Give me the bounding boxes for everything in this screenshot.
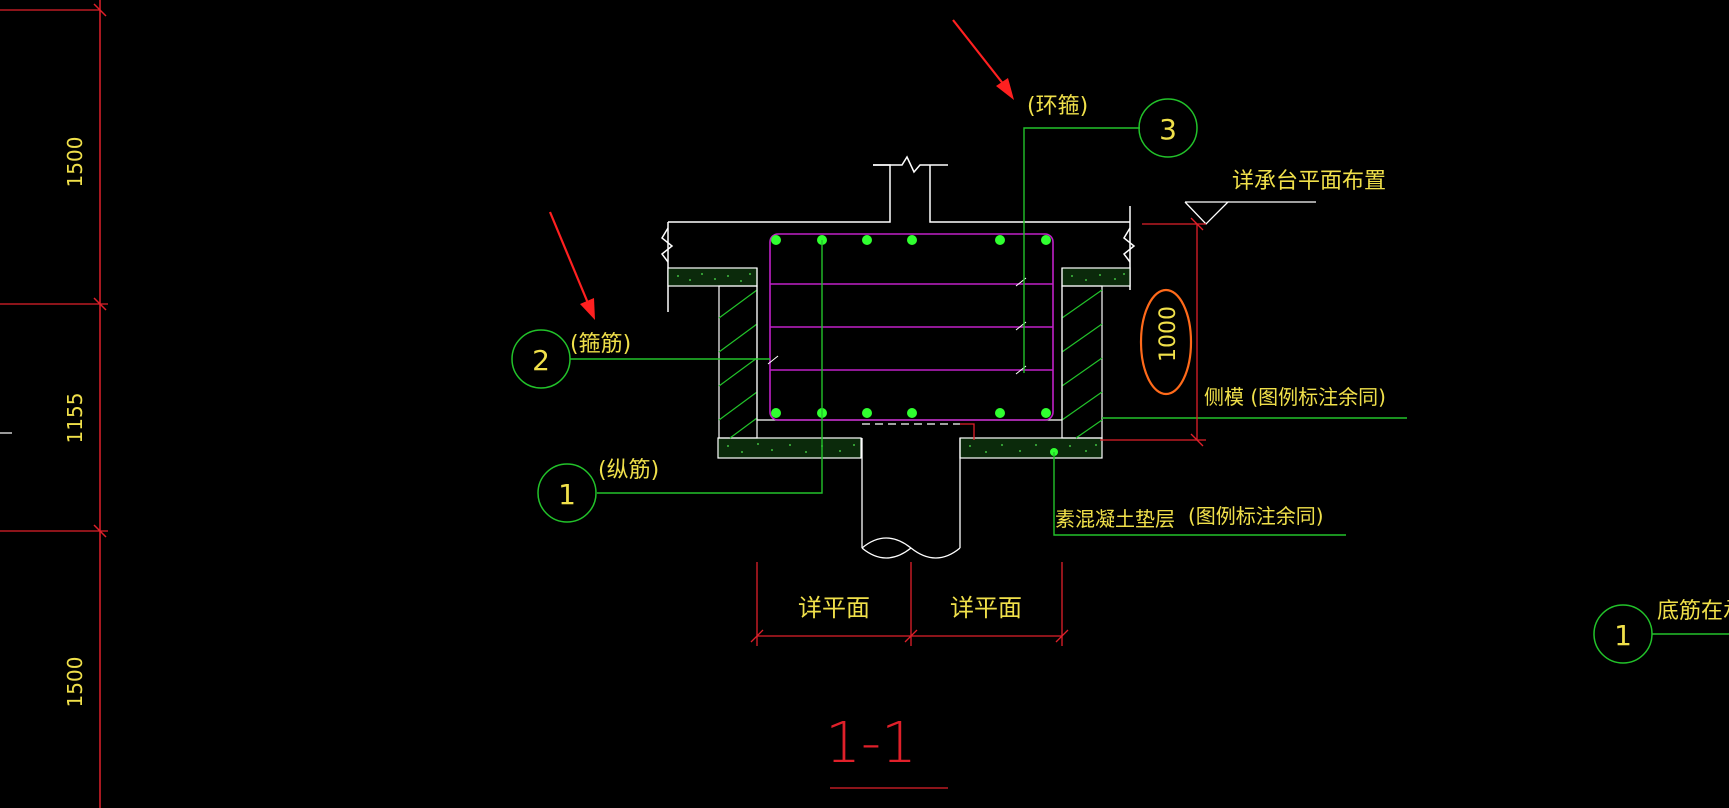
height-value: 1000 xyxy=(1156,306,1181,362)
callout-1-number: 1 xyxy=(558,478,576,511)
side-form-text: 侧模 (图例标注余同) xyxy=(1204,385,1386,409)
left-dimension-chain: 1500 1155 1500 xyxy=(0,0,108,808)
elevation-mark xyxy=(1184,201,1316,225)
callout-2: 2 (箍筋) xyxy=(511,329,631,389)
callout-3-text: (环箍) xyxy=(1027,94,1088,119)
legend-note-text: (图例标注余同) xyxy=(1188,504,1324,528)
dim-bottom-value: 1500 xyxy=(63,657,87,708)
side-forms xyxy=(718,268,1103,439)
concrete-bed-text: 素混凝土垫层 xyxy=(1055,507,1175,531)
plan-right-label: 详平面 xyxy=(950,594,1022,622)
plan-left-label: 详平面 xyxy=(798,594,870,622)
pile xyxy=(861,423,975,559)
callout-2-number: 2 xyxy=(532,344,550,377)
concrete-bed xyxy=(667,267,1131,459)
annotation-arrow-stirrup xyxy=(548,211,595,320)
detail-note: 详承台平面布置 xyxy=(1232,169,1386,194)
dim-middle-value: 1155 xyxy=(63,393,87,444)
bottom-dimension xyxy=(750,562,1069,646)
rebar-cage xyxy=(769,233,1054,421)
leader-lines xyxy=(570,127,1729,635)
callout-3-number: 3 xyxy=(1159,113,1177,146)
dim-top-value: 1500 xyxy=(63,137,87,188)
highlight-circle xyxy=(1139,288,1193,396)
callout-right-number: 1 xyxy=(1614,619,1632,652)
section-title: 1-1 xyxy=(825,711,916,776)
callout-1-text: (纵筋) xyxy=(598,458,659,483)
callout-1: 1 (纵筋) xyxy=(537,458,659,523)
rebar-ticks xyxy=(767,277,1027,375)
callout-3: 3 (环箍) xyxy=(1027,94,1198,158)
callout-right-1: 1 底筋在承台 xyxy=(1593,599,1729,664)
rebar-dots xyxy=(771,235,1058,456)
callout-right-text: 底筋在承台 xyxy=(1657,599,1729,624)
callout-2-text: (箍筋) xyxy=(570,332,631,357)
annotation-arrow-ring xyxy=(952,19,1014,100)
height-dimension xyxy=(1100,217,1206,447)
